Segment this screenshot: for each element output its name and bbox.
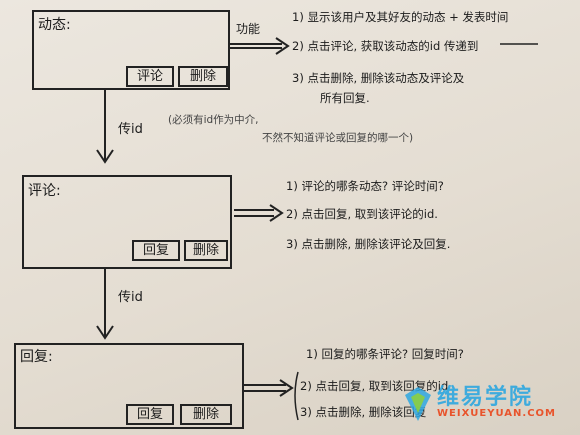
feed-box bbox=[32, 10, 230, 90]
comment-note-2: 2) 点击回复, 取到该评论的id. bbox=[286, 207, 438, 221]
watermark-logo bbox=[405, 387, 431, 421]
feed-note-3-cont: 所有回复. bbox=[320, 91, 370, 105]
feed-box-title: 动态: bbox=[38, 17, 71, 33]
reply-button: 回复 bbox=[132, 240, 180, 261]
reply-note-3: 3) 点击删除, 删除该回复 bbox=[300, 405, 427, 419]
comment-note-1: 1) 评论的哪条动态? 评论时间? bbox=[286, 179, 444, 193]
comment-button: 评论 bbox=[126, 66, 174, 87]
watermark-text: 维易学院 bbox=[437, 385, 534, 410]
pass-id-label-2: 传id bbox=[118, 290, 143, 305]
comment-delete-button: 删除 bbox=[184, 240, 228, 261]
reply-box-title: 回复: bbox=[20, 349, 53, 365]
delete-button: 删除 bbox=[178, 66, 228, 87]
comment-box-title: 评论: bbox=[28, 183, 61, 199]
feed-note-1: 1) 显示该用户及其好友的动态 + 发表时间 bbox=[292, 10, 509, 24]
pass-id-label-1: 传id bbox=[118, 122, 143, 137]
function-label: 功能 bbox=[236, 22, 261, 36]
reply-note-1: 1) 回复的哪条评论? 回复时间? bbox=[306, 347, 464, 361]
pass-id-remark-1: (必须有id作为中介, bbox=[168, 114, 259, 126]
comment-note-3: 3) 点击删除, 删除该评论及回复. bbox=[286, 237, 451, 251]
pass-id-remark-2: 不然不知道评论或回复的哪一个) bbox=[262, 132, 414, 144]
reply-note-2: 2) 点击回复, 取到该回复的id bbox=[300, 379, 449, 393]
reply-box bbox=[14, 343, 244, 429]
reply-reply-button: 回复 bbox=[126, 404, 174, 425]
watermark: 维易学院 WEIXUEYUAN.COM bbox=[397, 379, 572, 431]
watermark-url: WEIXUEYUAN.COM bbox=[437, 408, 556, 419]
feed-note-3: 3) 点击删除, 删除该动态及评论及 bbox=[292, 71, 465, 85]
reply-delete-button: 删除 bbox=[180, 404, 232, 425]
comment-box bbox=[22, 175, 232, 269]
feed-note-2: 2) 点击评论, 获取该动态的id 传递到 bbox=[292, 39, 479, 53]
